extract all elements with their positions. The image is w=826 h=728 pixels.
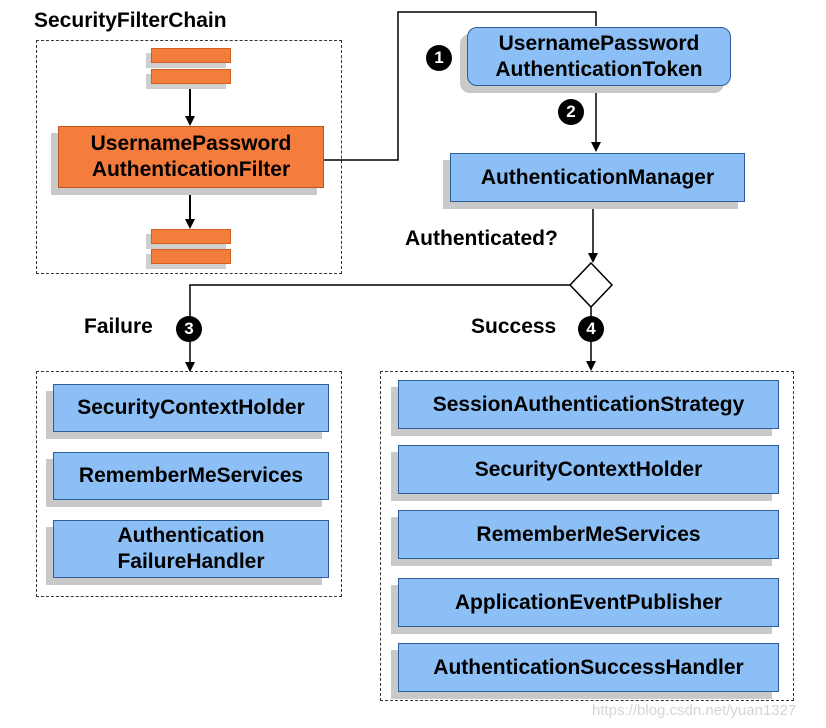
filter-placeholder-bar [151, 229, 231, 244]
decision-diamond [568, 261, 614, 309]
failure-label: Failure [84, 315, 153, 338]
authentication-success-handler: AuthenticationSuccessHandler [398, 643, 779, 692]
step-3-badge: 3 [176, 316, 202, 342]
authentication-failure-handler: Authentication FailureHandler [53, 520, 329, 578]
filter-placeholder-bar [151, 48, 231, 63]
watermark-text: https://blog.csdn.net/yuan1327 [592, 702, 797, 719]
success-remember-me-services: RememberMeServices [398, 510, 779, 559]
step-1-badge: 1 [426, 45, 452, 71]
username-password-authentication-token: UsernamePassword AuthenticationToken [467, 27, 731, 86]
username-password-authentication-filter: UsernamePassword AuthenticationFilter [58, 126, 324, 188]
filter-to-token-line [324, 11, 597, 161]
failure-security-context-holder: SecurityContextHolder [53, 384, 329, 432]
step-2-badge: 2 [558, 99, 584, 125]
success-label: Success [471, 315, 557, 338]
decision-label: Authenticated? [405, 227, 558, 250]
session-authentication-strategy: SessionAuthenticationStrategy [398, 380, 779, 429]
filter-chain-container [36, 40, 342, 274]
success-handlers-container [380, 371, 794, 701]
authentication-manager: AuthenticationManager [450, 153, 745, 202]
filter-placeholder-bar [151, 69, 231, 84]
application-event-publisher: ApplicationEventPublisher [398, 578, 779, 627]
failure-handlers-container [36, 371, 342, 597]
filter-placeholder-bar [151, 249, 231, 264]
success-security-context-holder: SecurityContextHolder [398, 445, 779, 494]
filter-chain-title: SecurityFilterChain [34, 9, 227, 32]
failure-remember-me-services: RememberMeServices [53, 452, 329, 500]
step-4-badge: 4 [578, 316, 604, 342]
